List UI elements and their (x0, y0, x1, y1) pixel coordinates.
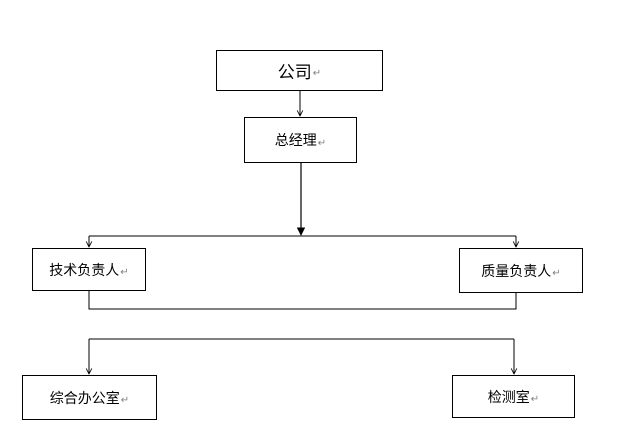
node-company: 公司↵ (216, 50, 383, 91)
paragraph-mark-icon: ↵ (317, 137, 327, 149)
node-office-label: 综合办公室 (49, 390, 120, 407)
node-quality-lead: 质量负责人↵ (459, 248, 583, 293)
paragraph-mark-icon: ↵ (120, 267, 129, 278)
node-tech-lead-label: 技术负责人 (49, 262, 120, 279)
node-tech-lead: 技术负责人↵ (32, 248, 146, 291)
edge-leads-bottom-bracket (88, 291, 517, 310)
node-company-label: 公司 (277, 63, 312, 83)
paragraph-mark-icon: ↵ (552, 268, 561, 279)
paragraph-mark-icon: ↵ (120, 395, 130, 406)
node-lab: 检测室↵ (452, 375, 575, 418)
node-quality-lead-label: 质量负责人 (481, 263, 552, 280)
node-office: 综合办公室↵ (22, 375, 157, 420)
paragraph-mark-icon: ↵ (312, 68, 322, 79)
paragraph-mark-icon: ↵ (530, 394, 540, 405)
node-general-manager-label: 总经理 (274, 133, 317, 149)
node-general-manager: 总经理↵ (244, 117, 357, 163)
node-lab-label: 检测室 (487, 389, 530, 406)
